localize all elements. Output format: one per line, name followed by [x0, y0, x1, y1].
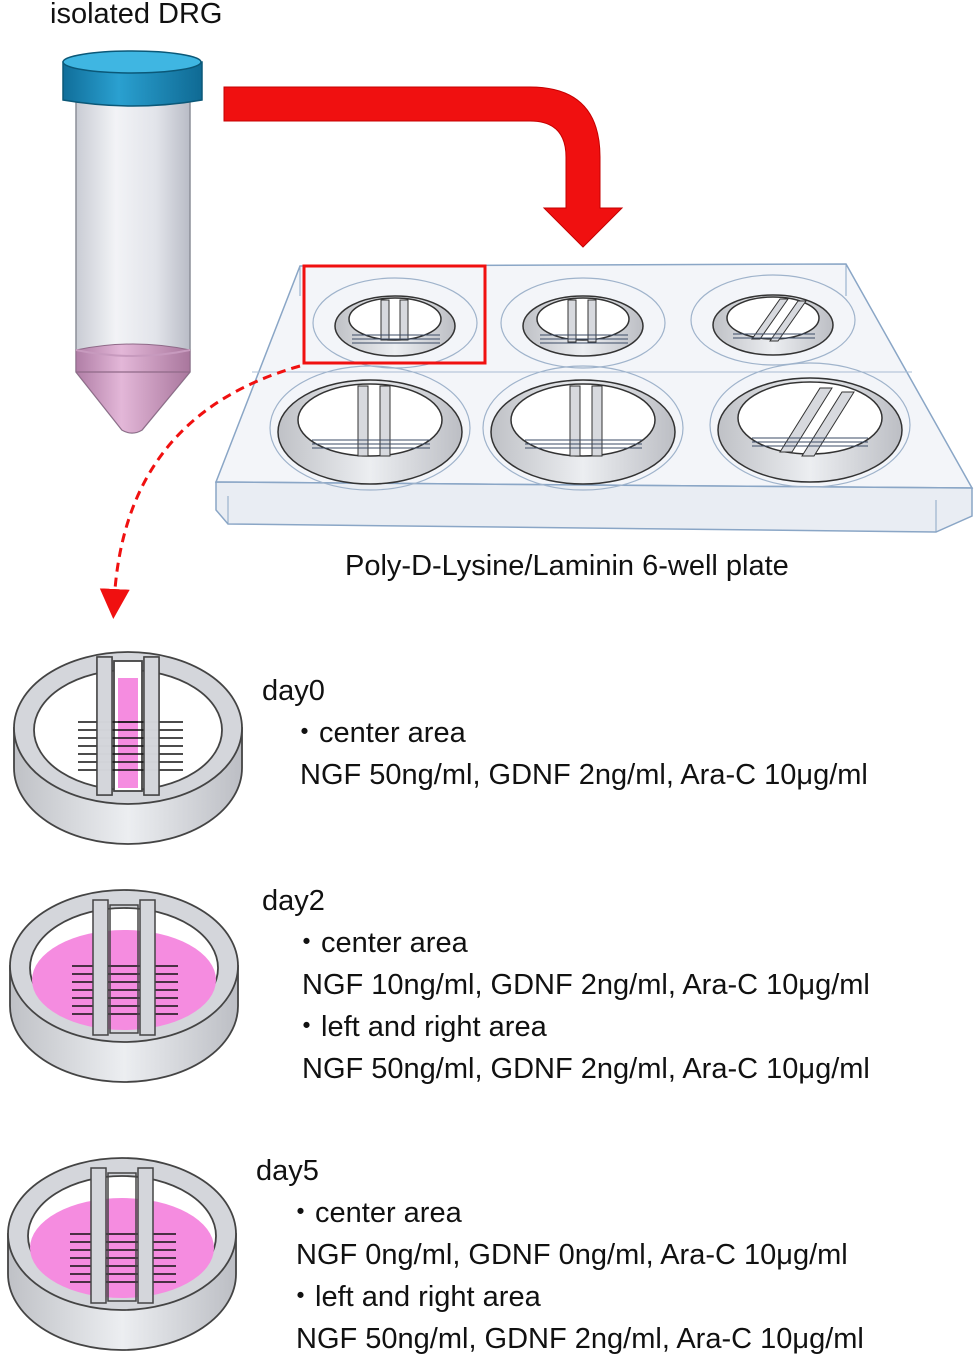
day-label: day5: [256, 1155, 319, 1187]
plate-well: [482, 365, 684, 491]
zoom-arrow: [99, 364, 301, 619]
condition-line: ・center area: [292, 927, 468, 959]
transfer-arrow: [223, 86, 624, 248]
condition-line: NGF 0ng/ml, GDNF 0ng/ml, Ara-C 10μg/ml: [296, 1239, 848, 1271]
highlight-box: [302, 264, 487, 365]
centrifuge-tube-icon: [62, 50, 203, 434]
condition-line: ・center area: [286, 1197, 462, 1229]
condition-line: NGF 10ng/ml, GDNF 2ng/ml, Ara-C 10μg/ml: [302, 969, 870, 1001]
day5-block: day5 ・center area NGF 0ng/ml, GDNF 0ng/m…: [256, 1150, 864, 1360]
six-well-plate: [214, 263, 974, 533]
day2-block: day2 ・center area NGF 10ng/ml, GDNF 2ng/…: [262, 880, 870, 1090]
condition-line: ・left and right area: [286, 1281, 541, 1313]
condition-line: ・left and right area: [292, 1011, 547, 1043]
insert-day2: [9, 889, 239, 1083]
condition-line: NGF 50ng/ml, GDNF 2ng/ml, Ara-C 10μg/ml: [296, 1323, 864, 1355]
plate-well: [269, 365, 471, 491]
plate-label: Poly-D-Lysine/Laminin 6-well plate: [345, 550, 789, 582]
condition-line: NGF 50ng/ml, GDNF 2ng/ml, Ara-C 10μg/ml: [300, 759, 868, 791]
day0-block: day0 ・center area NGF 50ng/ml, GDNF 2ng/…: [262, 670, 868, 796]
tube-label: isolated DRG: [50, 0, 223, 30]
plate-well: [500, 277, 666, 369]
insert-day0: [13, 651, 243, 845]
condition-line: NGF 50ng/ml, GDNF 2ng/ml, Ara-C 10μg/ml: [302, 1053, 870, 1085]
plate-well: [312, 277, 478, 369]
plate-well: [690, 274, 856, 366]
insert-day5: [7, 1157, 237, 1351]
plate-well: [709, 362, 911, 488]
day-label: day0: [262, 675, 325, 707]
condition-line: ・center area: [290, 717, 466, 749]
day-label: day2: [262, 885, 325, 917]
